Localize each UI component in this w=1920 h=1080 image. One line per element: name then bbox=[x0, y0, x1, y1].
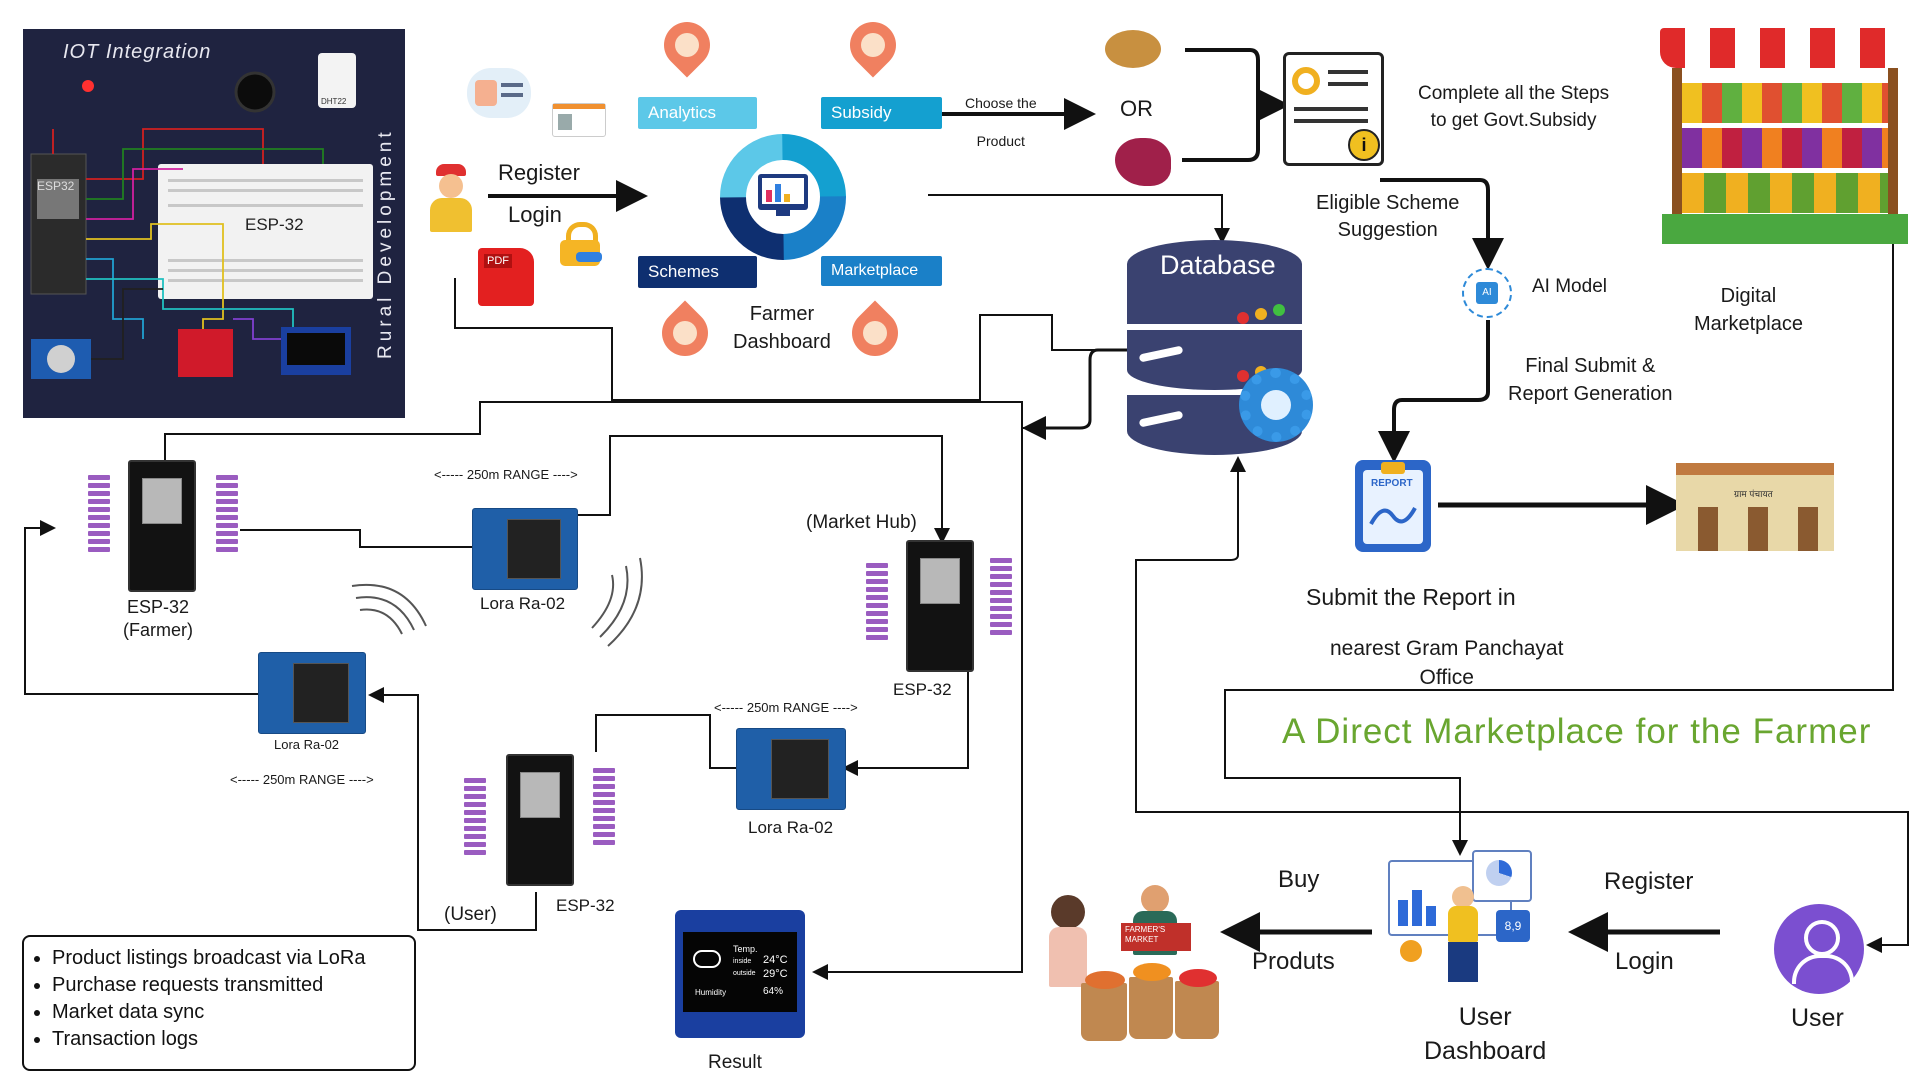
hub-esp32-board bbox=[906, 540, 974, 672]
id-card-icon bbox=[467, 68, 531, 118]
dht22-label: DHT22 bbox=[321, 97, 347, 106]
user-label: User bbox=[1791, 1004, 1844, 1032]
lora-3-label: Lora Ra-02 bbox=[748, 818, 834, 837]
iot-panel-title: IOT Integration bbox=[63, 41, 212, 63]
farmer-esp-left-pins bbox=[88, 472, 110, 555]
breadboard-label: ESP-32 bbox=[245, 215, 304, 234]
lora-module-3 bbox=[736, 728, 846, 810]
feature-item: Transaction logs bbox=[52, 1026, 414, 1053]
final-submit-label: Final Submit & Report Generation bbox=[1508, 355, 1673, 405]
ai-chip-icon: AI bbox=[1462, 268, 1512, 318]
user-esp-right-pins bbox=[593, 765, 615, 848]
buy-label: Buy bbox=[1278, 866, 1320, 893]
choose-product-label: Choose the Product bbox=[965, 95, 1037, 149]
farmers-market-illustration: FARMER'S MARKET bbox=[1045, 885, 1220, 1045]
farmer-esp-right-pins bbox=[216, 472, 238, 555]
range-label-1: <----- 250m RANGE ----> bbox=[434, 467, 578, 482]
hub-esp-right-pins bbox=[990, 555, 1012, 638]
complete-steps-label: Complete all the Steps to get Govt.Subsi… bbox=[1418, 83, 1610, 131]
pdf-icon: PDF bbox=[478, 248, 534, 306]
market-stall-icon bbox=[1660, 28, 1910, 246]
aadhaar-card-icon bbox=[552, 103, 606, 137]
esp32-chip-label: ESP32 bbox=[37, 179, 75, 193]
user-login-label: Login bbox=[1615, 948, 1674, 975]
farmer-esp32-label: ESP-32 (Farmer) bbox=[123, 597, 193, 640]
nearest-office-label: nearest Gram Panchayat Office bbox=[1330, 637, 1564, 689]
subsidy-pill[interactable]: Subsidy bbox=[821, 97, 942, 129]
user-dashboard-label: User Dashboard bbox=[1424, 1003, 1547, 1065]
cloud-sun-icon bbox=[693, 950, 721, 968]
lock-icon bbox=[556, 222, 604, 268]
farmer-register-label: Register bbox=[498, 160, 580, 185]
user-avatar-icon[interactable] bbox=[1774, 904, 1864, 994]
report-clipboard-icon: REPORT bbox=[1355, 460, 1431, 552]
farmer-avatar-icon bbox=[422, 162, 480, 234]
gram-panchayat-building: ग्राम पंचायत bbox=[1676, 463, 1834, 551]
or-label: OR bbox=[1120, 96, 1153, 121]
breadboard-circuit bbox=[30, 53, 373, 379]
onion-icon bbox=[1115, 138, 1171, 186]
user-esp32-label: ESP-32 bbox=[556, 896, 615, 915]
feature-list-box: Product listings broadcast via LoRa Purc… bbox=[22, 935, 416, 1071]
hub-esp-left-pins bbox=[866, 560, 888, 643]
result-label: Result bbox=[708, 1052, 762, 1073]
user-dashboard-illustration: 8,9 bbox=[1382, 850, 1542, 990]
database-icon bbox=[1127, 240, 1313, 460]
lora-2-label: Lora Ra-02 bbox=[274, 737, 340, 752]
range-label-3: <----- 250m RANGE ----> bbox=[714, 700, 858, 715]
farmer-esp32-board bbox=[128, 460, 196, 592]
potato-icon bbox=[1105, 30, 1161, 68]
feature-item: Market data sync bbox=[52, 999, 414, 1026]
lora-module-1 bbox=[472, 508, 578, 590]
submit-report-label: Submit the Report in bbox=[1306, 584, 1516, 610]
feature-item: Purchase requests transmitted bbox=[52, 972, 414, 999]
range-label-2: <----- 250m RANGE ----> bbox=[230, 772, 374, 787]
lora-1-label: Lora Ra-02 bbox=[480, 594, 566, 613]
user-register-label: Register bbox=[1604, 868, 1694, 895]
scheme-document-icon: i bbox=[1283, 52, 1384, 166]
database-title: Database bbox=[1160, 250, 1276, 280]
lora-module-2 bbox=[258, 652, 366, 734]
ai-model-label: AI Model bbox=[1532, 276, 1607, 297]
user-node-tag: (User) bbox=[444, 904, 497, 925]
rural-development-label: Rural Development bbox=[375, 128, 396, 359]
oled-result-display: Temp. inside 24°C outside 29°C Humidity … bbox=[675, 910, 805, 1038]
direct-marketplace-headline: A Direct Marketplace for the Farmer bbox=[1282, 712, 1872, 751]
marketplace-pill[interactable]: Marketplace bbox=[821, 256, 942, 286]
user-esp-left-pins bbox=[464, 775, 486, 858]
dashboard-ring bbox=[720, 134, 846, 260]
products-label: Produts bbox=[1252, 948, 1335, 975]
feature-item: Product listings broadcast via LoRa bbox=[52, 945, 414, 972]
digital-marketplace-label: Digital Marketplace bbox=[1694, 285, 1803, 335]
hub-esp32-label: ESP-32 bbox=[893, 680, 952, 699]
schemes-pill[interactable]: Schemes bbox=[638, 256, 757, 288]
user-esp32-board bbox=[506, 754, 574, 886]
farmer-dashboard-title: Farmer Dashboard bbox=[733, 303, 831, 353]
farmer-login-label: Login bbox=[508, 202, 562, 227]
analytics-pill[interactable]: Analytics bbox=[638, 97, 757, 129]
eligible-scheme-label: Eligible Scheme Suggestion bbox=[1316, 192, 1460, 241]
market-hub-label: (Market Hub) bbox=[806, 512, 917, 533]
iot-integration-panel: IOT Integration ESP32 DHT22 E bbox=[23, 29, 405, 418]
